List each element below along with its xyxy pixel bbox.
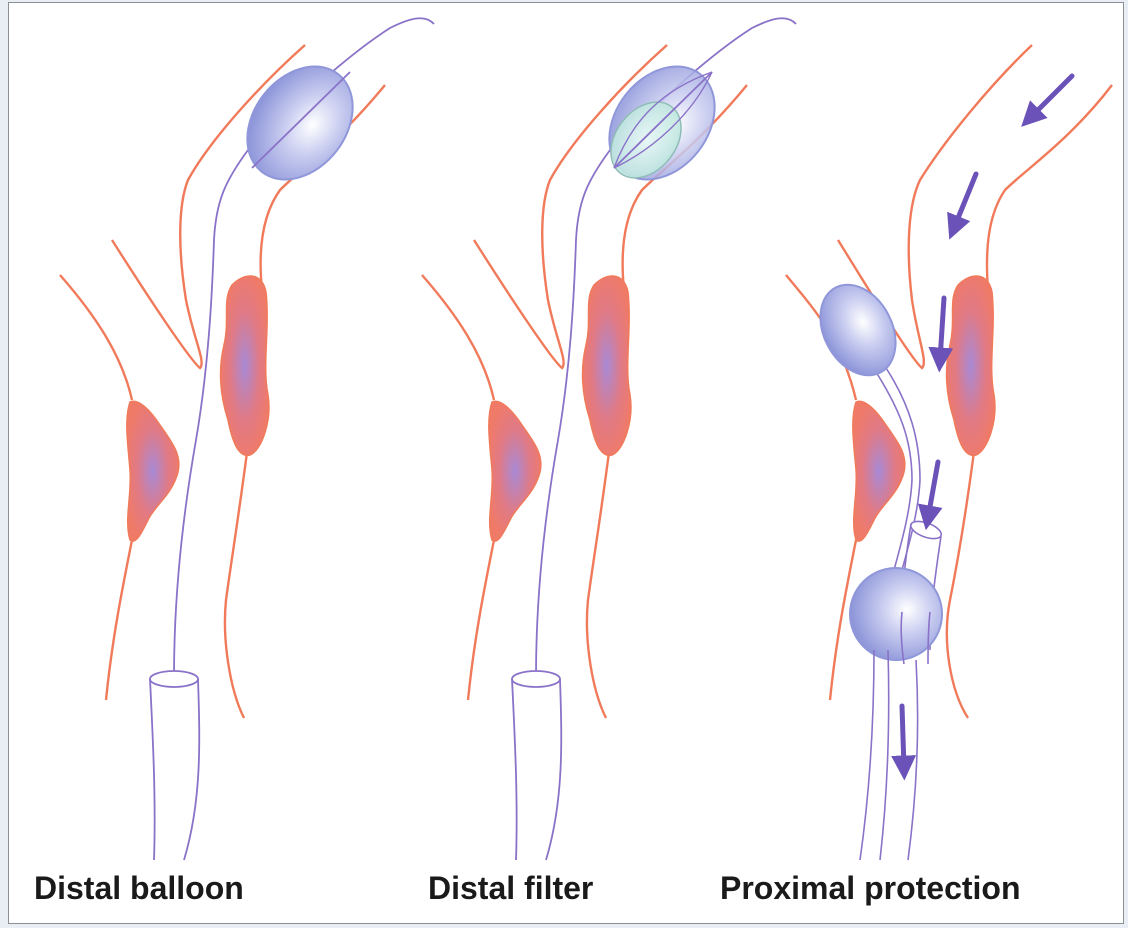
plaque-left (489, 401, 541, 541)
flow-arrow (928, 462, 938, 518)
panel-proximal-protection (786, 45, 1112, 860)
proximal-sheath (860, 650, 918, 860)
ica-inner-wall (987, 85, 1112, 290)
flow-arrow (1030, 76, 1072, 118)
guide-catheter (150, 671, 199, 860)
guide-catheter (512, 671, 561, 860)
plaque-right (221, 276, 269, 455)
panel-distal-balloon (60, 18, 434, 860)
plaque-right (583, 276, 631, 455)
panel-label-proximal-protection: Proximal protection (720, 872, 1021, 904)
plaque-left (127, 401, 179, 541)
cca-left-wall (106, 540, 132, 700)
flow-arrow (902, 706, 904, 768)
flow-arrow (954, 174, 976, 228)
panel-label-distal-balloon: Distal balloon (34, 872, 244, 904)
eca-outer-wall (60, 275, 132, 400)
eca-occlusion-balloon (805, 272, 910, 389)
panel-distal-filter (422, 18, 796, 860)
plaque-right (947, 276, 995, 455)
panel-label-distal-filter: Distal filter (428, 872, 593, 904)
plaque-left (853, 401, 905, 541)
cca-left-wall (468, 540, 494, 700)
flow-arrow (940, 298, 944, 360)
eca-outer-wall (422, 275, 494, 400)
